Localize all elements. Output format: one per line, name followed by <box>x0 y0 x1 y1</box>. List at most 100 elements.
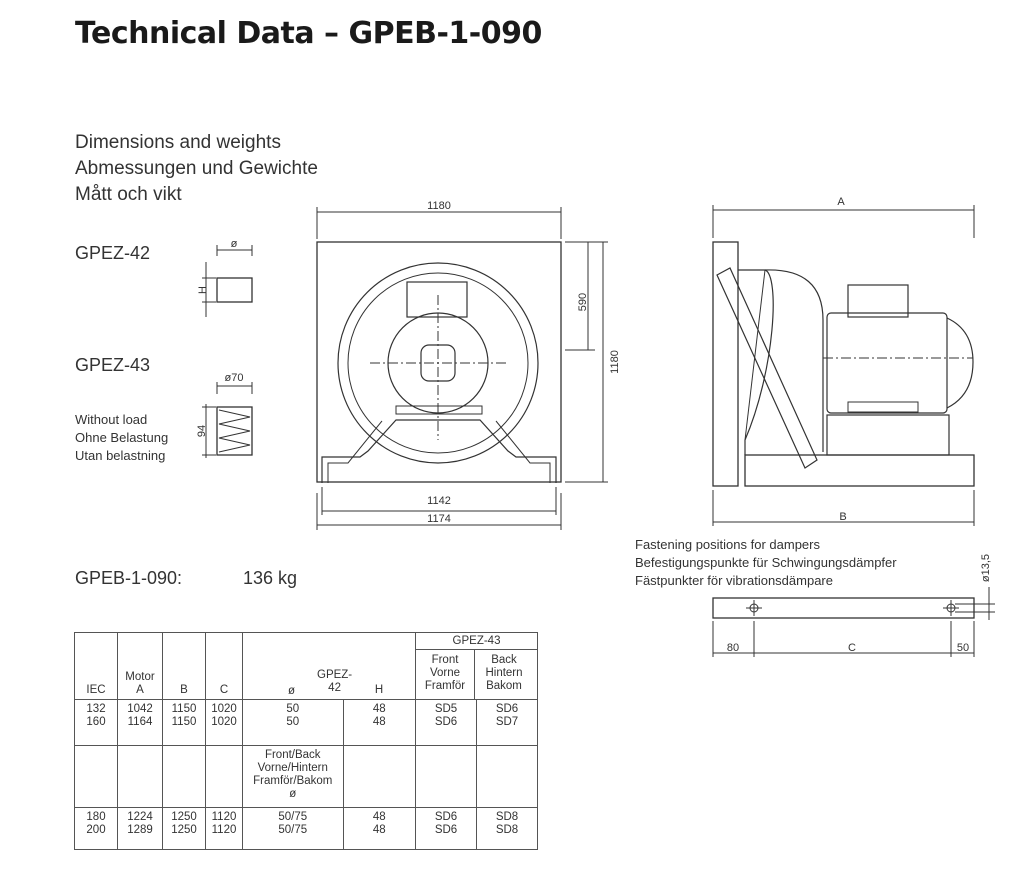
th-front-sv: Framför <box>424 680 466 692</box>
cell-dia: 50 <box>286 716 300 728</box>
fastening-dia-dim: ø13,5 <box>980 554 992 582</box>
technical-data-table: IEC Motor A B C GPEZ-42 ø H GPEZ-43 Fron… <box>74 632 538 850</box>
th-group2-dia: ø <box>289 788 297 800</box>
front-bottom-inner-dim: 1142 <box>427 495 451 507</box>
th-back-sv: Bakom <box>486 680 522 692</box>
th-front-de: Vorne <box>429 667 461 679</box>
cell-b: 1250 <box>171 811 197 823</box>
load-note-de: Ohne Belastung <box>75 430 169 445</box>
gpez43-label: GPEZ-43 <box>75 355 151 375</box>
cell-a: 1042 <box>127 703 153 715</box>
cell-c: 1120 <box>211 824 237 836</box>
subtitle-en: Dimensions and weights <box>75 132 281 153</box>
side-bottom-dim: B <box>839 511 846 523</box>
page-title: Technical Data – GPEB-1-090 <box>75 16 542 51</box>
cell-iec: 132 <box>86 703 106 715</box>
cell-a: 1224 <box>127 811 153 823</box>
cell-back: SD7 <box>495 716 519 728</box>
cell-c: 1120 <box>211 811 237 823</box>
fastening-note: Fastening positions for dampers Befestig… <box>635 536 897 590</box>
table-subheader-row: Front/Back Vorne/Hintern Framför/Bakom ø <box>74 745 538 808</box>
cell-dia: 50 <box>286 703 300 715</box>
th-back: Back Hintern Bakom <box>475 650 533 699</box>
th-gpez43: GPEZ-43 Front Vorne Framför Back Hintern… <box>415 632 538 700</box>
front-bottom-outer-dim: 1174 <box>427 513 451 525</box>
th-gpez42: GPEZ-42 <box>317 669 353 694</box>
fastening-de: Befestigungspunkte für Schwingungsdämpfe… <box>635 555 897 570</box>
fastening-en: Fastening positions for dampers <box>635 537 820 552</box>
front-right-upper-dim: 590 <box>577 293 589 311</box>
cell-iec: 180 <box>86 811 106 823</box>
gpez42-h-dim: H <box>197 286 209 294</box>
th-back-en: Back <box>491 654 517 666</box>
cell-front: SD6 <box>434 811 458 823</box>
load-note-en: Without load <box>75 412 148 427</box>
fastening-left-dim: 80 <box>727 642 739 654</box>
subtitle-block: Dimensions and weights Abmessungen und G… <box>75 130 318 208</box>
front-right-dim: 1180 <box>609 350 621 374</box>
cell-a: 1289 <box>127 824 153 836</box>
th-front-en: Front <box>431 654 459 666</box>
cell-front: SD5 <box>434 703 458 715</box>
th-group2-en: Front/Back <box>264 749 321 761</box>
front-view-drawing: 1180 590 1180 1142 1174 <box>316 200 621 530</box>
cell-front: SD6 <box>434 716 458 728</box>
th-group2: Front/Back Vorne/Hintern Framför/Bakom ø <box>242 745 344 808</box>
gpez42-label: GPEZ-42 <box>75 243 151 263</box>
th-h: H <box>343 632 416 700</box>
front-top-dim: 1180 <box>427 200 451 212</box>
fastening-plate-drawing: ø13,5 80 C 50 <box>712 554 995 657</box>
th-a: A <box>136 684 144 696</box>
th-back-de: Hintern <box>485 667 523 679</box>
side-view-drawing: A B <box>712 196 975 526</box>
gpez43-dia-dim: ø70 <box>225 372 244 384</box>
cell-dia: 50/75 <box>278 824 308 836</box>
cell-b: 1150 <box>171 703 197 715</box>
th-c: C <box>205 632 243 700</box>
load-note-sv: Utan belastning <box>75 448 166 463</box>
th-b: B <box>162 632 206 700</box>
cell-c: 1020 <box>211 703 237 715</box>
cell-b: 1250 <box>171 824 197 836</box>
th-dia: ø <box>288 685 296 697</box>
subtitle-de: Abmessungen und Gewichte <box>75 158 318 179</box>
side-top-dim: A <box>837 196 845 208</box>
cell-front: SD6 <box>434 824 458 836</box>
cell-iec: 160 <box>86 716 106 728</box>
cell-a: 1164 <box>127 716 153 728</box>
load-note: Without load Ohne Belastung Utan belastn… <box>75 411 168 465</box>
th-front: Front Vorne Framför <box>416 650 475 699</box>
cell-iec: 200 <box>86 824 106 836</box>
th-group2-de: Vorne/Hintern <box>257 762 328 774</box>
fastening-c-dim: C <box>848 642 856 654</box>
cell-back: SD8 <box>495 824 519 836</box>
cell-h: 48 <box>372 703 386 715</box>
cell-back: SD6 <box>495 703 519 715</box>
weight-value: 136 kg <box>243 568 298 588</box>
subtitle-sv: Mått och vikt <box>75 184 182 205</box>
th-motor: Motor A <box>117 632 163 700</box>
cell-back: SD8 <box>495 811 519 823</box>
th-group2-sv: Framför/Bakom <box>253 775 333 787</box>
cell-b: 1150 <box>171 716 197 728</box>
cell-h: 48 <box>372 716 386 728</box>
fastening-right-dim: 50 <box>957 642 969 654</box>
fastening-sv: Fästpunkter för vibrationsdämpare <box>635 573 833 588</box>
cell-dia: 50/75 <box>278 811 308 823</box>
cell-h: 48 <box>372 811 386 823</box>
